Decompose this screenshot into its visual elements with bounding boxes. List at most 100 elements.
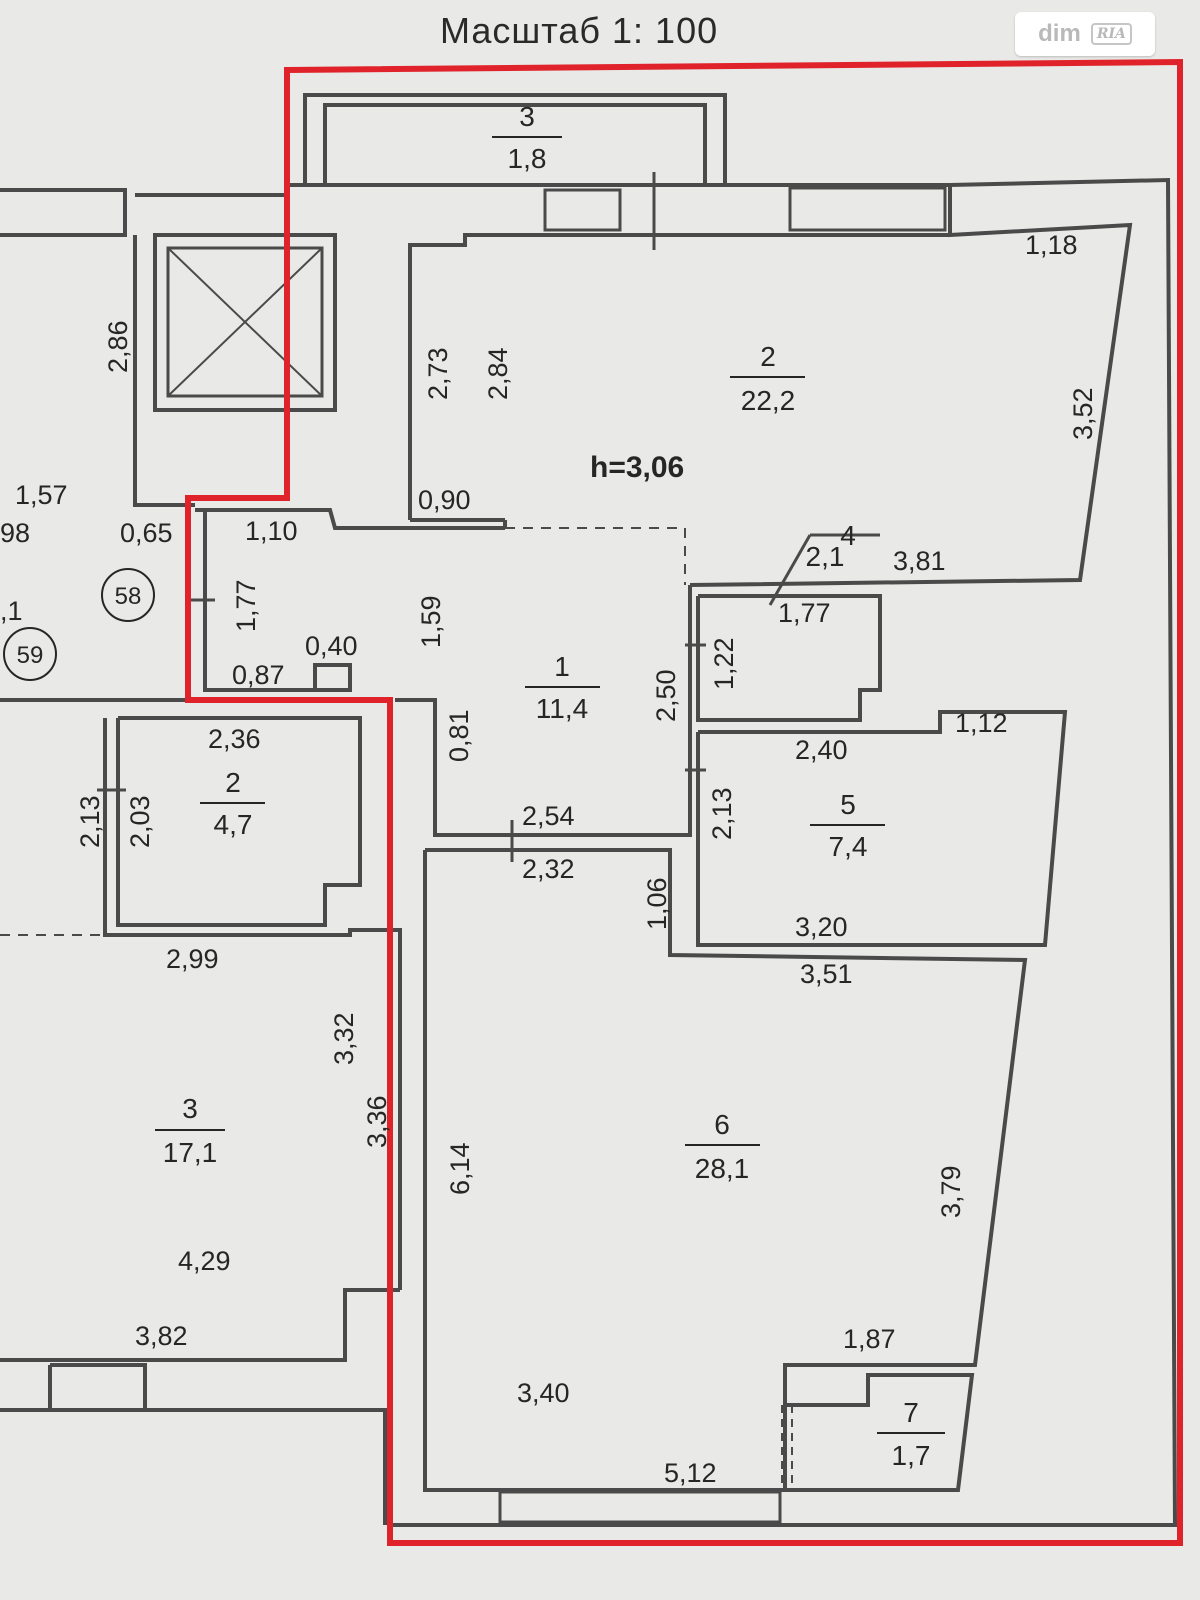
door-ticks (97, 172, 880, 862)
room1-left-wall (203, 510, 352, 692)
unit-59-label: 59 (17, 642, 44, 669)
dim-label: 1,10 (245, 516, 298, 546)
room1-inner-wall (395, 585, 692, 837)
room-area: 4,7 (214, 809, 253, 840)
area-fraction-lines (155, 136, 945, 1434)
elevator-shaft (153, 233, 337, 412)
dim-label: 4,29 (178, 1246, 231, 1276)
room-area: 28,1 (695, 1153, 750, 1184)
neighbor-room2 (116, 716, 362, 927)
unit-58-label: 58 (115, 583, 142, 610)
dim-label: 3,82 (135, 1321, 188, 1351)
partial-label: ,1 (0, 596, 23, 626)
partial-label: 98 (0, 518, 30, 548)
dim-ria-watermark: dim RIA (1015, 12, 1155, 56)
room-area: 17,1 (163, 1137, 218, 1168)
room1-top-wall (195, 508, 505, 530)
room6-wall (423, 848, 1028, 1492)
inner-wall (689, 185, 1133, 587)
room-number: 7 (903, 1397, 919, 1428)
dim-label: 1,18 (1025, 230, 1078, 260)
dim-label: 2,99 (166, 944, 219, 974)
dim-label: 2,36 (208, 724, 261, 754)
dim-label: 1,22 (709, 637, 739, 690)
neighbor-wall-top (0, 188, 127, 237)
vertical-dimension-labels: 3,52 2,73 2,84 1,22 2,50 1,59 2,86 1,77 … (75, 320, 1098, 1218)
dim-label: 3,40 (517, 1378, 570, 1408)
room-area: 7,4 (829, 831, 868, 862)
dim-label: 2,03 (125, 795, 155, 848)
room-area: 11,4 (536, 693, 588, 724)
dim-label: 2,50 (651, 669, 681, 722)
dim-label: 6,14 (445, 1142, 475, 1195)
dim-label: 1,87 (843, 1324, 896, 1354)
dashed-lines (0, 527, 793, 1490)
room4-wall (696, 594, 882, 722)
scale-title: Масштаб 1: 100 (440, 10, 719, 51)
dim-label: 3,32 (329, 1012, 359, 1065)
room-number: 3 (519, 101, 535, 132)
dim-label: 2,84 (483, 347, 513, 400)
watermark-brand: dim (1038, 20, 1081, 47)
room-number: 1 (554, 651, 570, 682)
room-area: 1,7 (892, 1440, 931, 1471)
balcony-wall (303, 93, 727, 185)
dim-label: 3,51 (800, 959, 853, 989)
room-number: 6 (714, 1109, 730, 1140)
dim-label: 3,52 (1068, 387, 1098, 440)
room-number: 2 (225, 767, 241, 798)
dim-label: 2,73 (423, 347, 453, 400)
dim-label: 1,59 (416, 595, 446, 648)
dim-label: 3,79 (936, 1165, 966, 1218)
window-top (788, 186, 947, 232)
room2-left-wall (408, 233, 950, 520)
dim-label: 3,36 (362, 1095, 392, 1148)
dim-label: 0,40 (305, 631, 358, 661)
room-number: 2 (760, 341, 776, 372)
dim-label: 1,12 (955, 708, 1008, 738)
room7-wall (785, 1373, 975, 1492)
room-labels: 3 1,8 2 22,2 1 11,4 4 2,1 5 7,4 6 28,1 7… (163, 101, 931, 1471)
apartment-highlight-outline (185, 58, 1183, 1546)
balcony-inner (323, 103, 707, 185)
room-number: 3 (182, 1093, 198, 1124)
dim-label: 0,81 (444, 709, 474, 762)
dim-label: 2,54 (522, 801, 575, 831)
dim-label: 3,81 (893, 546, 946, 576)
window-top-2 (543, 188, 622, 232)
room-area: 1,8 (508, 143, 547, 174)
dim-label: 0,65 (120, 518, 173, 548)
room-number: 5 (840, 789, 856, 820)
unit-numbers: 58 59 (17, 583, 142, 669)
dim-label: 5,12 (664, 1458, 717, 1488)
unit-58-circle (101, 568, 155, 622)
room5-wall (696, 710, 1068, 947)
window-bottom (498, 1490, 782, 1524)
walls (0, 93, 1178, 1527)
outer-wall (290, 177, 1178, 1527)
dim-label: 2,13 (707, 787, 737, 840)
dim-label: 1,77 (778, 598, 831, 628)
dim-label: 1,77 (231, 579, 261, 632)
dim-label: 2,40 (795, 735, 848, 765)
dim-label: 2,13 (75, 795, 105, 848)
dim-label: 2,32 (522, 854, 575, 884)
room-area: 22,2 (741, 385, 796, 416)
unit-59-circle (3, 627, 57, 681)
dim-label: 0,87 (232, 660, 285, 690)
dimension-labels: 1,18 0,90 3,81 1,77 1,10 0,65 1,57 0,40 … (0, 230, 1078, 1488)
neighbor-room2-outer (103, 718, 402, 1290)
room-area: 2,1 (806, 541, 845, 572)
ceiling-height-label: h=3,06 (590, 451, 684, 484)
neighbor-wall-a (133, 235, 195, 507)
neighbor-room3-bottom (0, 1288, 400, 1362)
dim-label: 1,57 (15, 480, 68, 510)
dim-label: 1,06 (642, 877, 672, 930)
neighbor-window (48, 1363, 147, 1412)
dim-label: 2,86 (103, 320, 133, 373)
dim-label: 3,20 (795, 912, 848, 942)
neighbor-bottom (0, 1408, 387, 1525)
unit-circles (3, 568, 155, 681)
